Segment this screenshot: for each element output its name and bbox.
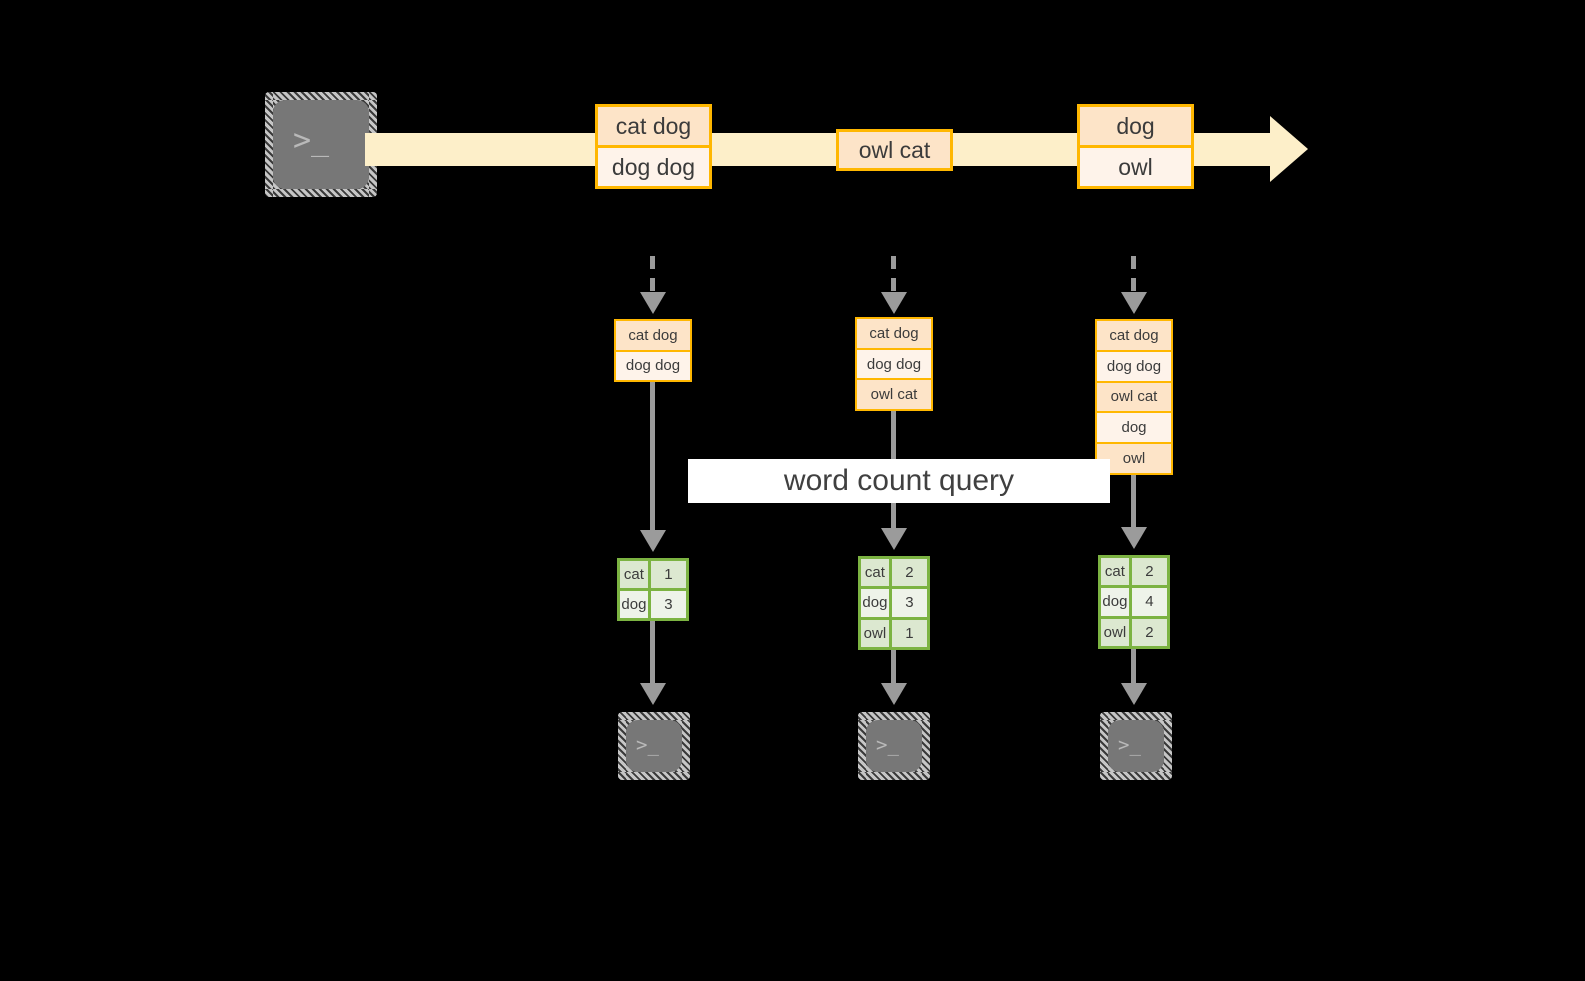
result-word: dog (620, 591, 648, 618)
terminal-prompt-glyph: >_ (1118, 734, 1141, 756)
record-line: owl cat (857, 378, 931, 410)
table-row: cat 2 (861, 559, 927, 587)
snapshot-3-sink-terminal-icon: >_ (1100, 712, 1172, 780)
result-count: 1 (888, 619, 927, 647)
snapshot-2-query-arrowhead (881, 528, 907, 550)
snapshot-3-sink-arrowhead (1121, 683, 1147, 705)
result-word: owl (1101, 618, 1129, 646)
terminal-prompt-glyph: >_ (636, 734, 659, 756)
result-word: dog (1101, 588, 1129, 616)
snapshot-2-result-table: cat 2 dog 3 owl 1 (858, 556, 930, 650)
record-line: dog dog (616, 349, 690, 380)
record-line: dog dog (857, 347, 931, 379)
snapshot-1-trigger-line (650, 256, 655, 294)
result-count: 2 (1128, 558, 1167, 586)
result-count: 3 (888, 589, 927, 617)
snapshot-2-sink-terminal-icon: >_ (858, 712, 930, 780)
table-row: cat 1 (620, 561, 686, 588)
record-line: owl (1080, 145, 1191, 186)
table-row: owl 1 (861, 616, 927, 647)
record-line: cat dog (857, 319, 931, 348)
table-row: dog 4 (1101, 585, 1167, 616)
result-word: dog (861, 589, 889, 617)
record-line: dog (1080, 107, 1191, 145)
snapshot-2-input-table: cat dog dog dog owl cat (855, 317, 933, 411)
terminal-body (1108, 720, 1164, 772)
result-word: owl (861, 619, 889, 647)
snapshot-1-query-arrowhead (640, 530, 666, 552)
result-count: 1 (647, 561, 686, 588)
result-word: cat (1101, 558, 1129, 586)
result-count: 2 (1128, 618, 1167, 646)
table-row: dog 3 (861, 586, 927, 617)
record-line: cat dog (616, 321, 690, 350)
snapshot-1-sink-arrowhead (640, 683, 666, 705)
snapshot-1-query-line (650, 382, 655, 532)
terminal-prompt-glyph: >_ (876, 734, 899, 756)
table-row: dog 3 (620, 588, 686, 618)
stream-batch-3: dog owl (1077, 104, 1194, 189)
snapshot-3-sink-line (1131, 649, 1136, 685)
record-line: owl cat (839, 132, 950, 168)
snapshot-1-trigger-arrowhead (640, 292, 666, 314)
snapshot-3-trigger-arrowhead (1121, 292, 1147, 314)
result-count: 4 (1128, 588, 1167, 616)
record-line: cat dog (1097, 321, 1171, 350)
snapshot-3-input-table: cat dog dog dog owl cat dog owl (1095, 319, 1173, 475)
snapshot-1-sink-line (650, 621, 655, 685)
snapshot-2-trigger-arrowhead (881, 292, 907, 314)
result-count: 2 (888, 559, 927, 587)
snapshot-2-trigger-line (891, 256, 896, 294)
table-row: owl 2 (1101, 615, 1167, 646)
snapshot-3-trigger-line (1131, 256, 1136, 294)
result-word: cat (620, 561, 648, 588)
snapshot-2-sink-arrowhead (881, 683, 907, 705)
table-row: cat 2 (1101, 558, 1167, 586)
record-line: owl cat (1097, 380, 1171, 412)
terminal-prompt-glyph: >_ (293, 123, 330, 158)
snapshot-1-input-table: cat dog dog dog (614, 319, 692, 382)
record-line: dog (1097, 411, 1171, 443)
stream-batch-2: owl cat (836, 129, 953, 171)
snapshot-1-result-table: cat 1 dog 3 (617, 558, 689, 621)
query-banner-label: word count query (783, 464, 1015, 497)
terminal-body (866, 720, 922, 772)
record-line: cat dog (598, 107, 709, 145)
snapshot-1-sink-terminal-icon: >_ (618, 712, 690, 780)
result-count: 3 (647, 591, 686, 618)
terminal-body (273, 100, 369, 189)
query-banner: word count query (688, 459, 1110, 503)
snapshot-2-sink-line (891, 650, 896, 685)
record-line: dog dog (1097, 349, 1171, 381)
result-word: cat (861, 559, 889, 587)
snapshot-3-query-arrowhead (1121, 527, 1147, 549)
snapshot-3-result-table: cat 2 dog 4 owl 2 (1098, 555, 1170, 649)
stream-batch-1: cat dog dog dog (595, 104, 712, 189)
terminal-body (626, 720, 682, 772)
snapshot-3-query-line (1131, 475, 1136, 529)
source-terminal-icon: >_ (265, 92, 377, 197)
record-line: dog dog (598, 145, 709, 186)
stream-arrow-head (1270, 116, 1308, 182)
